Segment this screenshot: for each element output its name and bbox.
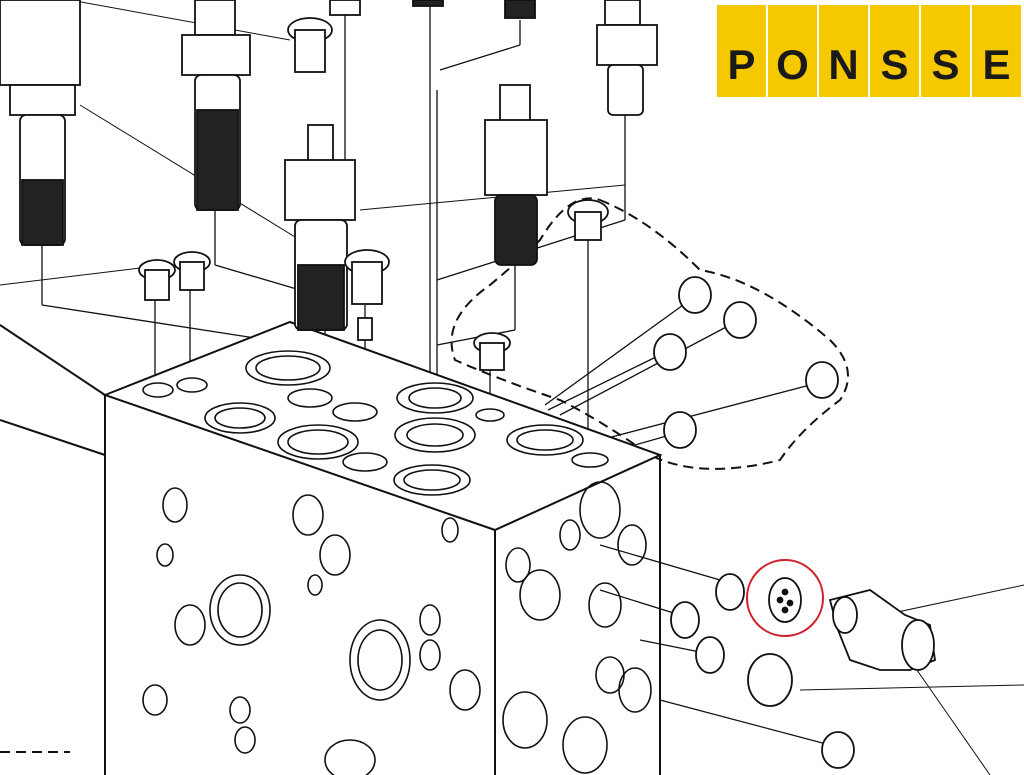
logo-letter: O (768, 5, 817, 97)
cartridge-valves (0, 0, 658, 331)
logo-letter: S (921, 5, 970, 97)
elbow-fitting (828, 589, 936, 671)
logo-letter: P (717, 5, 766, 97)
dashed-assembly-outline (450, 197, 849, 470)
top-ports (142, 350, 609, 496)
side-ports (142, 481, 652, 775)
ponsse-logo: P O N S S E (717, 5, 1021, 97)
valve-block (0, 320, 663, 775)
logo-letter: S (870, 5, 919, 97)
plugs (138, 17, 855, 769)
logo-letter: E (972, 5, 1021, 97)
logo-letter: N (819, 5, 868, 97)
highlight-circle (746, 559, 824, 637)
